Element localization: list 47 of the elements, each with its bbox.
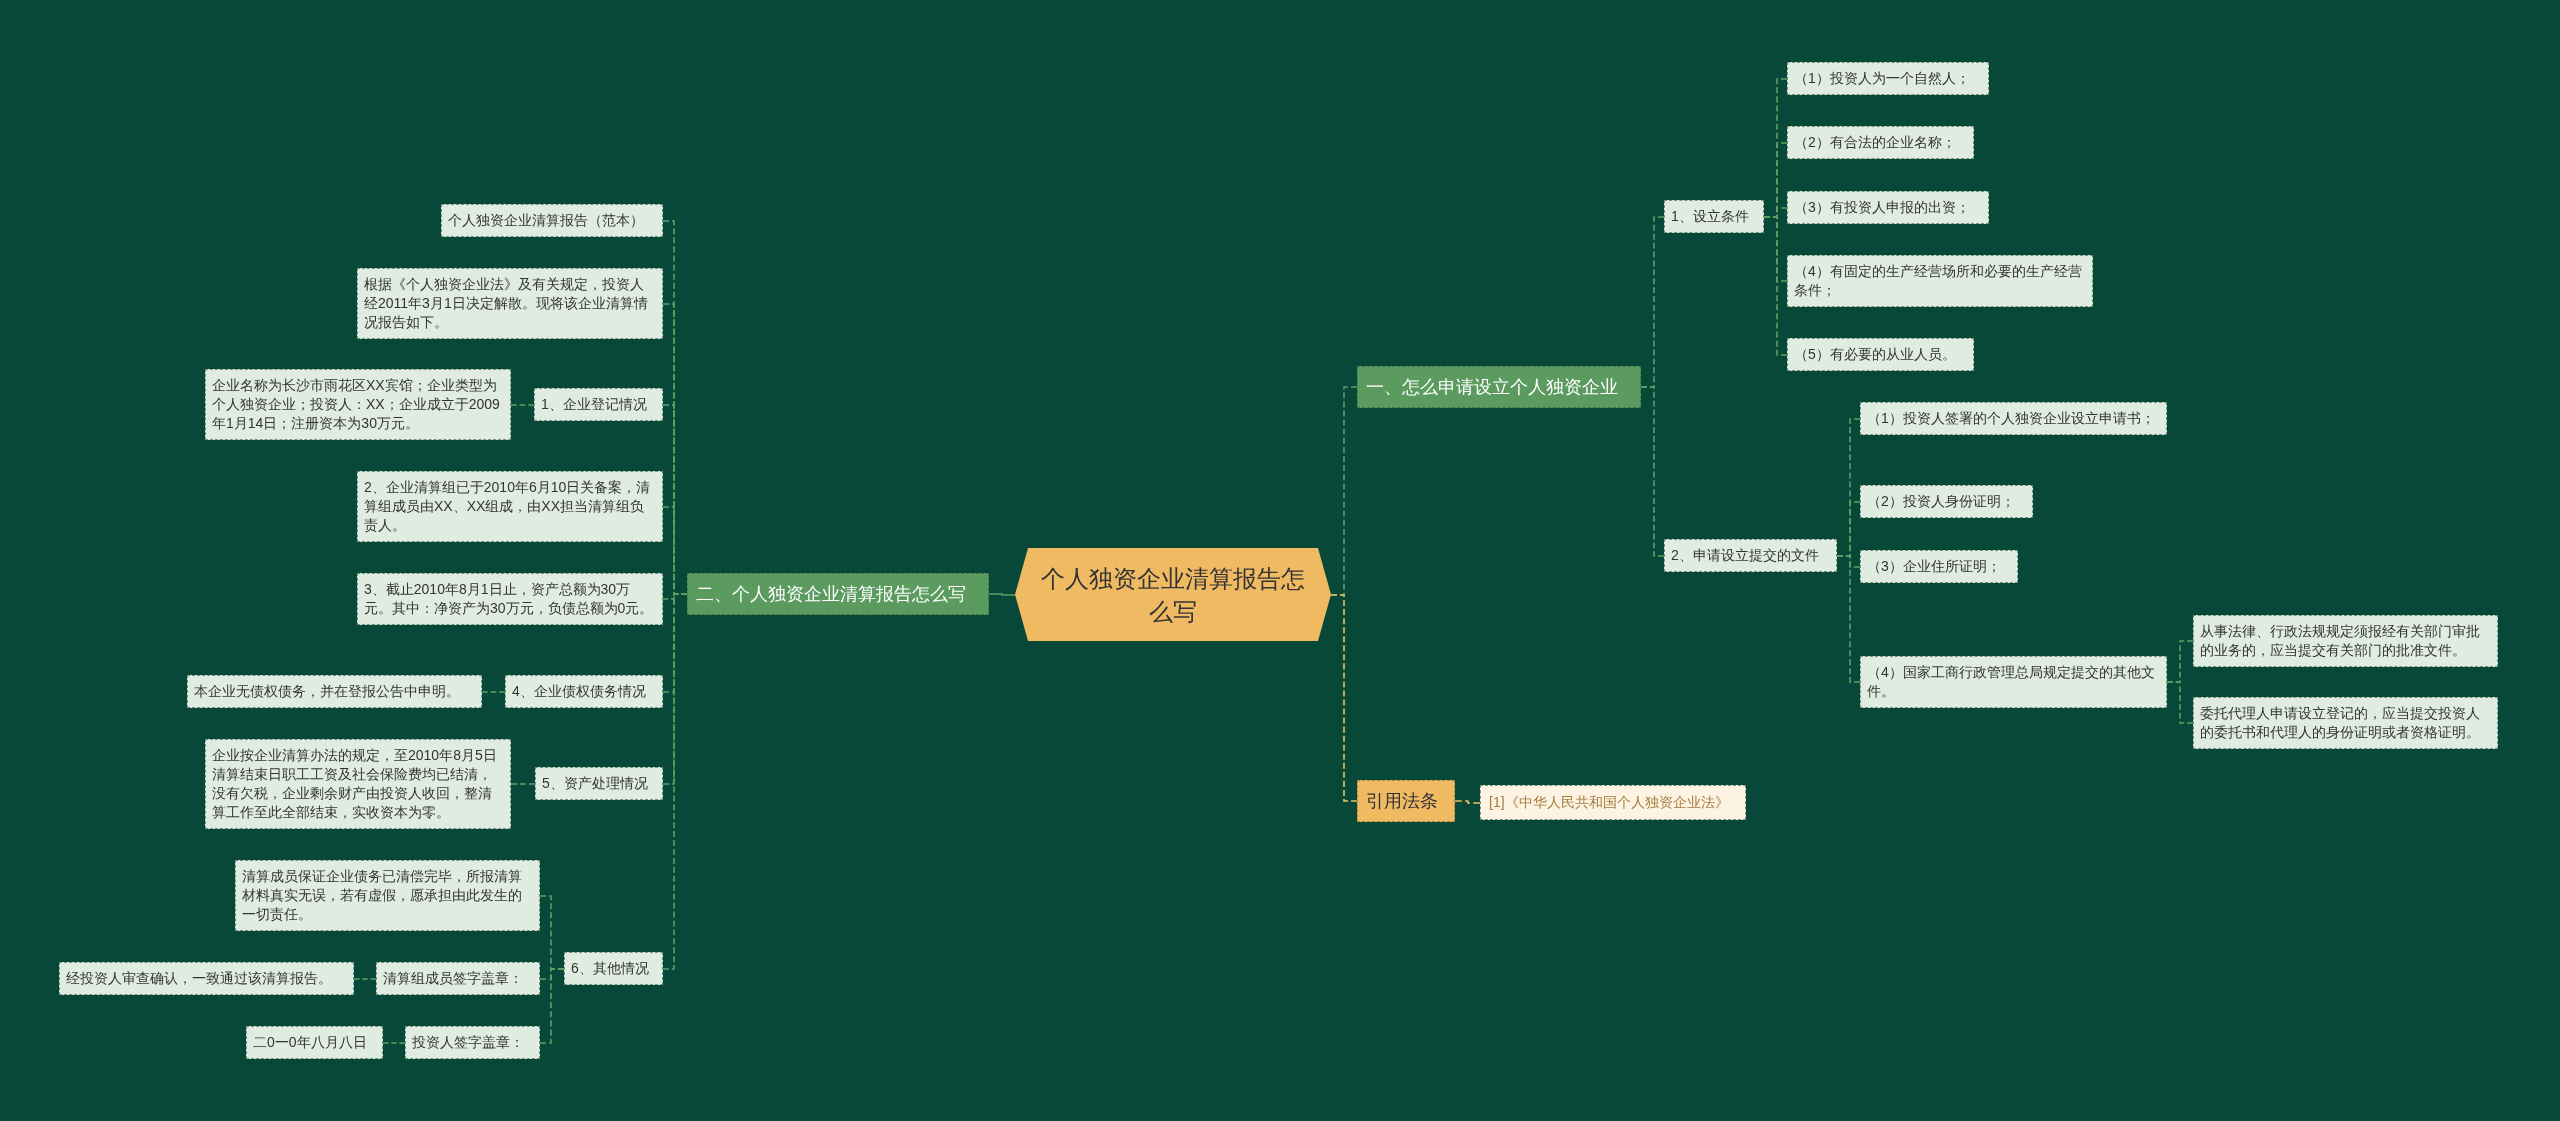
topic-hexagon: 个人独资企业清算报告怎么写 bbox=[1015, 548, 1331, 641]
text-box: 4、企业债权债务情况 bbox=[505, 675, 663, 708]
reference-box: [1]《中华人民共和国个人独资企业法》 bbox=[1480, 785, 1746, 820]
connector-line bbox=[539, 968, 565, 1044]
connector-line bbox=[1836, 555, 1861, 683]
text-box: 二0一0年八月八日 bbox=[246, 1026, 383, 1059]
text-box: 3、截止2010年8月1日止，资产总额为30万元。其中：净资产为30万元，负债总额为0元。 bbox=[357, 573, 663, 625]
text-box: （4）国家工商行政管理总局规定提交的其他文件。 bbox=[1860, 656, 2167, 708]
text-box: （2）投资人身份证明； bbox=[1860, 485, 2033, 518]
connector-line bbox=[510, 783, 536, 785]
text-box: （3）有投资人申报的出资； bbox=[1787, 191, 1989, 224]
connector-line bbox=[353, 978, 377, 980]
topic-box: 引用法条 bbox=[1357, 780, 1455, 822]
connector-line bbox=[1640, 386, 1665, 557]
connector-line bbox=[988, 593, 1016, 596]
text-box: 6、其他情况 bbox=[564, 952, 663, 985]
text-box: 从事法律、行政法规规定须报经有关部门审批的业务的，应当提交有关部门的批准文件。 bbox=[2193, 615, 2498, 667]
text-box: 委托代理人申请设立登记的，应当提交投资人的委托书和代理人的身份证明或者资格证明。 bbox=[2193, 697, 2498, 749]
connector-line bbox=[1763, 216, 1788, 356]
text-box: （4）有固定的生产经营场所和必要的生产经营条件； bbox=[1787, 255, 2093, 307]
connector-line bbox=[481, 691, 506, 693]
text-box: （1）投资人签署的个人独资企业设立申请书； bbox=[1860, 402, 2167, 435]
text-box: 个人独资企业清算报告（范本） bbox=[441, 204, 663, 237]
text-box: 2、企业清算组已于2010年6月10日关备案，清算组成员由XX、XX组成，由XX担当清算组负责人。 bbox=[357, 471, 663, 542]
text-box: 清算组成员签字盖章： bbox=[376, 962, 540, 995]
text-box: （1）投资人为一个自然人； bbox=[1787, 62, 1989, 95]
connector-line bbox=[1454, 800, 1481, 804]
text-box: 2、申请设立提交的文件 bbox=[1664, 539, 1837, 572]
text-box: 5、资产处理情况 bbox=[535, 767, 663, 800]
connector-line bbox=[510, 404, 535, 406]
topic-box: 一、怎么申请设立个人独资企业 bbox=[1357, 366, 1641, 408]
text-box: 清算成员保证企业债务已清偿完毕，所报清算材料真实无误，若有虚假，愿承担由此发生的一切责任。 bbox=[235, 860, 540, 931]
text-box: 根据《个人独资企业法》及有关规定，投资人经2011年3月1日决定解散。现将该企业清算情况报告如下。 bbox=[357, 268, 663, 339]
connector-line bbox=[2166, 681, 2194, 724]
text-box: （2）有合法的企业名称； bbox=[1787, 126, 1974, 159]
text-box: 经投资人审查确认，一致通过该清算报告。 bbox=[59, 962, 354, 995]
text-box: （3）企业住所证明； bbox=[1860, 550, 2018, 583]
text-box: （5）有必要的从业人员。 bbox=[1787, 338, 1974, 371]
connector-line bbox=[1330, 594, 1358, 802]
text-box: 企业名称为长沙市雨花区XX宾馆；企业类型为个人独资企业；投资人：XX；企业成立于2009年1月14日；注册资本为30万元。 bbox=[205, 369, 511, 440]
text-box: 1、设立条件 bbox=[1664, 200, 1764, 233]
topic-box: 二、个人独资企业清算报告怎么写 bbox=[687, 573, 989, 615]
text-box: 投资人签字盖章： bbox=[405, 1026, 540, 1059]
text-box: 1、企业登记情况 bbox=[534, 388, 663, 421]
connector-line bbox=[382, 1042, 406, 1044]
text-box: 企业按企业清算办法的规定，至2010年8月5日清算结束日职工工资及社会保险费均已结清，没有欠税，企业剩余财产由投资人收回，整清算工作至此全部结束，实收资本为零。 bbox=[205, 739, 511, 829]
text-box: 本企业无债权债务，并在登报公告中申明。 bbox=[187, 675, 482, 708]
